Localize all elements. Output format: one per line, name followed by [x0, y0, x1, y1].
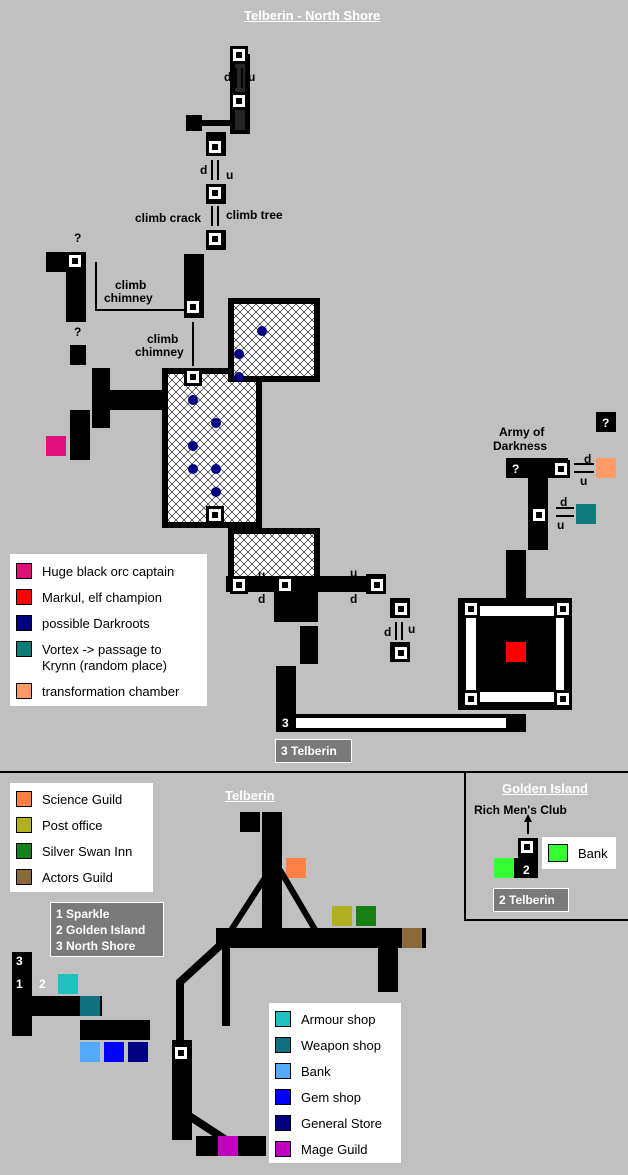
telberin-title: Telberin	[225, 788, 275, 803]
label-q1: ?	[74, 231, 82, 245]
label-u2: u	[226, 168, 234, 182]
label-u6: u	[350, 566, 358, 580]
weapon-shop-swatch	[275, 1037, 291, 1053]
label-army2: Darkness	[493, 439, 548, 453]
legend-post-office: Post office	[16, 815, 102, 835]
north-shore-map	[46, 46, 616, 732]
legend-mage-guild: Mage Guild	[275, 1139, 367, 1159]
legend-gem-shop: Gem shop	[275, 1087, 361, 1107]
legend-general-store: General Store	[275, 1113, 382, 1133]
north-goto-telberin: 3 Telberin	[275, 739, 352, 763]
legend-silver-swan-inn: Silver Swan Inn	[16, 841, 132, 861]
label-chimney1: chimney	[104, 291, 153, 305]
golden-bank-swatch	[548, 844, 568, 862]
science-guild-swatch	[16, 791, 32, 807]
label-army1: Army of	[499, 425, 545, 439]
label-climb1: climb	[115, 278, 147, 292]
label-climb-tree: climb tree	[226, 208, 283, 222]
north-shore-title: Telberin - North Shore	[244, 8, 381, 23]
label-city-3: 3	[16, 954, 23, 968]
label-u4: u	[557, 518, 565, 532]
north-legend: Huge black orc captain Markul, elf champ…	[10, 554, 207, 706]
golden-legend: Bank	[542, 837, 616, 869]
label-u7: u	[408, 622, 416, 636]
armour-shop-swatch	[275, 1011, 291, 1027]
mage-guild-swatch	[275, 1141, 291, 1157]
label-city-2: 2	[39, 977, 46, 991]
legend-actors-guild: Actors Guild	[16, 867, 113, 887]
label-d6: d	[350, 592, 358, 606]
label-d1: d	[224, 70, 232, 84]
transformation-swatch	[16, 683, 32, 699]
post-office-swatch	[16, 817, 32, 833]
golden-island-map	[494, 814, 538, 878]
golden-goto-telberin: 2 Telberin	[493, 888, 569, 912]
label-u5: u	[258, 568, 266, 582]
label-climb-crack: climb crack	[135, 211, 202, 225]
label-u3: u	[580, 474, 588, 488]
label-d2: d	[200, 163, 208, 177]
label-chimney2: chimney	[135, 345, 184, 359]
markul-swatch	[16, 589, 32, 605]
label-d4: d	[560, 495, 568, 509]
label-q4: ?	[512, 462, 520, 476]
city-exits-box: 1 Sparkle 2 Golden Island 3 North Shore	[50, 902, 164, 957]
label-rich-mens-club: Rich Men's Club	[474, 803, 567, 817]
label-q3: ?	[602, 416, 610, 430]
legend-golden-bank: Bank	[548, 843, 608, 863]
legend-weapon-shop: Weapon shop	[275, 1035, 381, 1055]
orc-captain-swatch	[16, 563, 32, 579]
legend-armour-shop: Armour shop	[275, 1009, 375, 1029]
label-city-1: 1	[16, 977, 23, 991]
silver-swan-swatch	[16, 843, 32, 859]
label-d5: d	[258, 592, 266, 606]
vortex-swatch	[16, 641, 32, 657]
legend-darkroots: possible Darkroots	[16, 613, 150, 633]
legend-markul: Markul, elf champion	[16, 587, 162, 607]
label-climb2: climb	[147, 332, 179, 346]
legend-bank: Bank	[275, 1061, 331, 1081]
actors-guild-swatch	[16, 869, 32, 885]
city-legend-top: Science Guild Post office Silver Swan In…	[10, 783, 153, 892]
legend-transformation: transformation chamber	[16, 681, 179, 701]
city-legend-bottom: Armour shop Weapon shop Bank Gem shop Ge…	[269, 1003, 401, 1163]
label-d3: d	[584, 452, 592, 466]
legend-vortex: Vortex -> passage to	[16, 639, 162, 659]
golden-island-title: Golden Island	[502, 781, 588, 796]
legend-vortex-line2: Krynn (random place)	[42, 657, 167, 673]
label-u1: u	[248, 70, 256, 84]
gem-shop-swatch	[275, 1089, 291, 1105]
legend-orc-captain: Huge black orc captain	[16, 561, 174, 581]
legend-science-guild: Science Guild	[16, 789, 122, 809]
label-golden-2: 2	[523, 863, 530, 877]
label-q2: ?	[74, 325, 82, 339]
darkroots-swatch	[16, 615, 32, 631]
bank-swatch	[275, 1063, 291, 1079]
general-store-swatch	[275, 1115, 291, 1131]
label-d7: d	[384, 625, 392, 639]
telberin-city-map	[12, 812, 426, 1156]
label-three-north: 3	[282, 716, 289, 730]
